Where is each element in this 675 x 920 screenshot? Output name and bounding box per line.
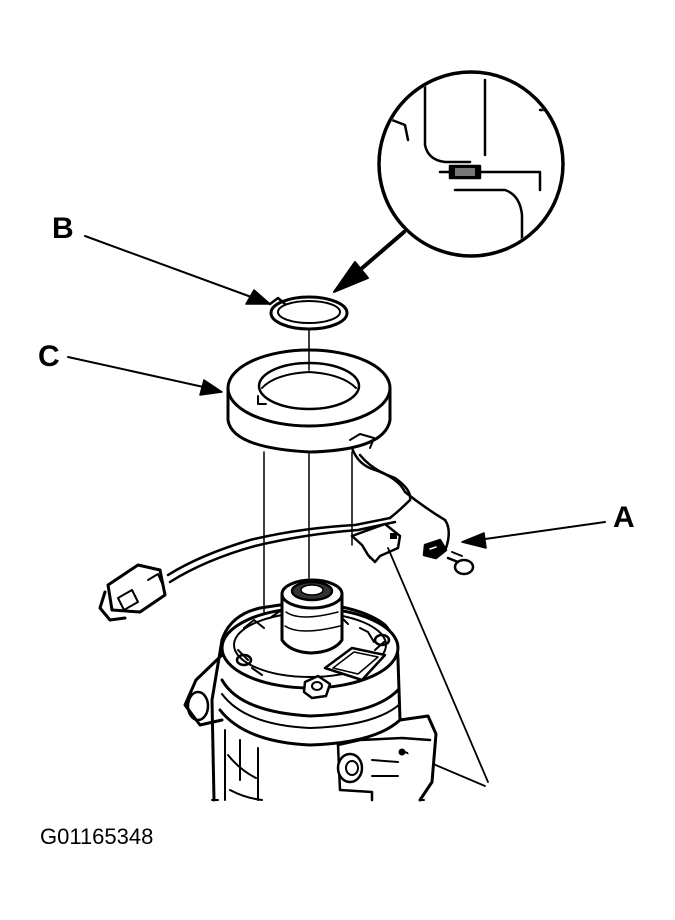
coil-wire-harness (168, 448, 449, 582)
ground-terminal (424, 540, 446, 558)
figure-id: G01165348 (40, 824, 154, 849)
magnifier-arrow (334, 232, 404, 292)
leader-a (462, 522, 605, 548)
leader-c (68, 357, 222, 395)
detail-magnifier (379, 60, 563, 260)
clutch-hub (282, 580, 342, 653)
leader-b (85, 236, 270, 304)
callout-label-c: C (38, 340, 60, 373)
callout-label-a: A (613, 501, 635, 534)
ground-bracket (352, 524, 400, 562)
callout-label-b: B (52, 212, 74, 245)
snap-ring (270, 297, 347, 329)
coil-connector (100, 565, 165, 620)
ground-bolt (448, 552, 473, 574)
